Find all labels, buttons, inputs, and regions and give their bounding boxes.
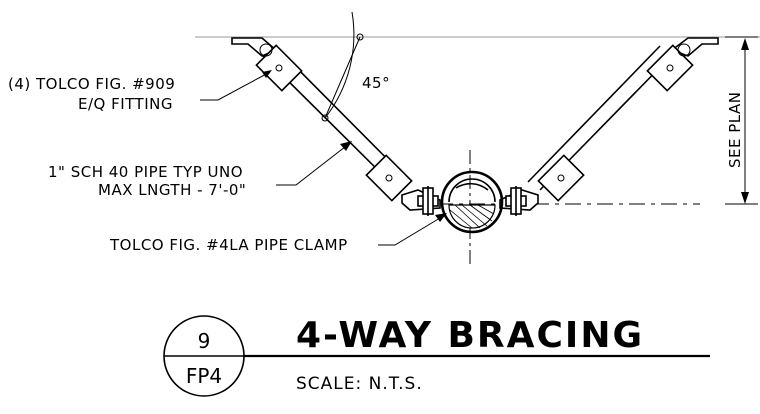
detail-bubble: 9 FP4 [163, 315, 245, 397]
detail-number: 9 [198, 329, 211, 353]
fitting-callout-line2: E/Q FITTING [78, 95, 173, 113]
sheet-number: FP4 [186, 364, 222, 388]
fitting-leader [200, 71, 271, 101]
angle-leader [324, 36, 361, 119]
left-brace [231, 37, 441, 211]
see-plan-dimension: SEE PLAN [725, 36, 758, 205]
angle-label: 45° [362, 74, 390, 92]
angle-point-brace [321, 114, 329, 122]
right-brace [499, 37, 719, 211]
fitting-callout-line1: (4) TOLCO FIG. #909 [8, 75, 175, 93]
pipe-callout-line1: 1" SCH 40 PIPE TYP UNO [48, 163, 243, 181]
angle-point [356, 33, 364, 41]
see-plan-label: SEE PLAN [726, 92, 744, 168]
pipe-clamp [417, 170, 527, 234]
pipe-leader [276, 142, 351, 186]
pipe-callout-line2: MAX LNGTH - 7'-0" [98, 181, 246, 199]
clamp-callout: TOLCO FIG. #4LA PIPE CLAMP [109, 236, 348, 254]
angle-arc [324, 11, 355, 119]
detail-title: 4-WAY BRACING [296, 315, 644, 356]
clamp-leader [378, 214, 446, 246]
detail-scale: SCALE: N.T.S. [296, 374, 423, 394]
